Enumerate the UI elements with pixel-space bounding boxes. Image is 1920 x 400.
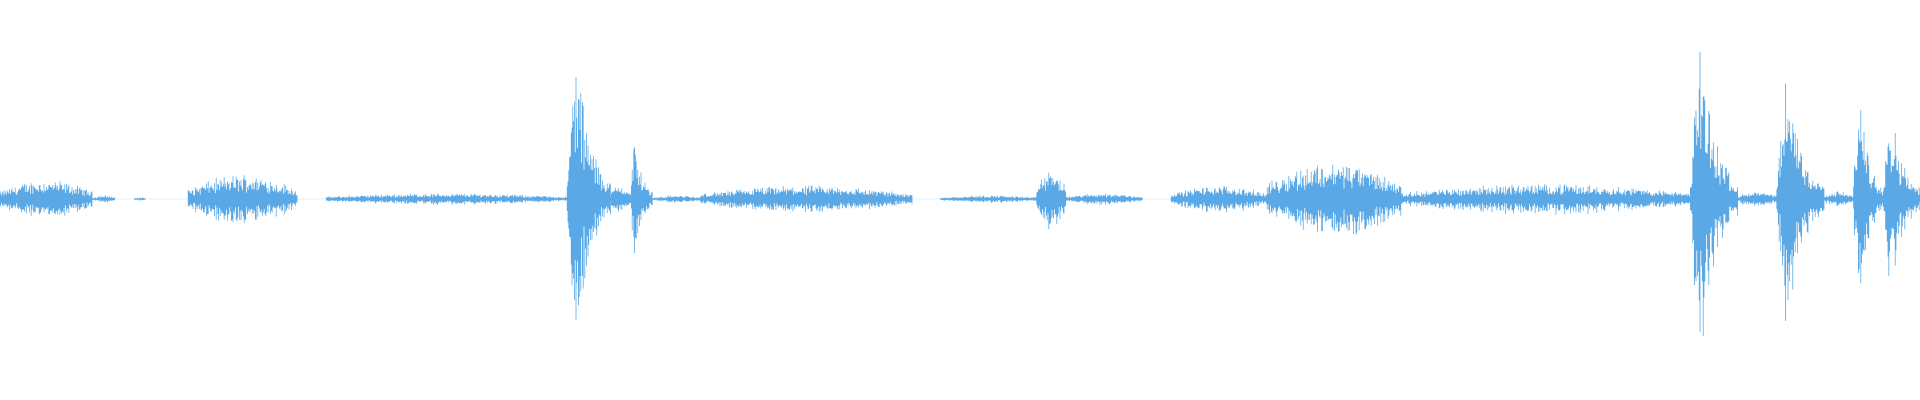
waveform-signal	[0, 51, 1920, 336]
